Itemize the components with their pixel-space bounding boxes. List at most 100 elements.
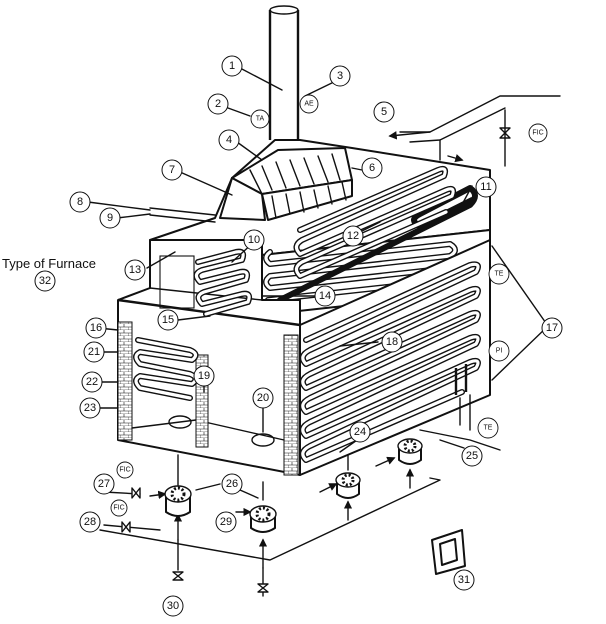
callout-27: 27: [93, 473, 115, 495]
callout-number: 27: [98, 478, 110, 490]
instrument-bubble: [528, 123, 548, 143]
instrument-tag: FIC: [113, 505, 124, 512]
instrument-pi-right: PI: [488, 340, 510, 362]
callout-5: 5: [373, 101, 395, 123]
callout-circle: [162, 595, 184, 617]
callout-circle: [81, 371, 103, 393]
callout-number: 19: [198, 370, 210, 382]
stack: [268, 5, 300, 140]
callout-circle: [221, 55, 243, 77]
radiant-section: [299, 239, 491, 476]
instrument-bubble: [299, 94, 319, 114]
callout-circle: [69, 191, 91, 213]
callout-number: 11: [480, 181, 491, 193]
left-radiant-box: [117, 239, 301, 476]
breeching-duct: [219, 147, 353, 221]
callout-circle: [193, 365, 215, 387]
instrument-te-bottom: TE: [477, 417, 499, 439]
callout-number: 16: [90, 322, 102, 334]
instrument-bubble: [250, 109, 270, 129]
callout-4: 4: [218, 129, 240, 151]
callout-number: 21: [88, 346, 100, 358]
callout-number: 23: [84, 402, 96, 414]
callout-number: 4: [226, 134, 232, 146]
valve-28: [121, 521, 131, 533]
callout-circle: [349, 421, 371, 443]
callout-circle: [453, 569, 475, 591]
callout-number: 31: [458, 574, 470, 586]
callout-circle: [124, 259, 146, 281]
callout-circle: [541, 317, 563, 339]
callout-circle: [207, 93, 229, 115]
callout-number: 2: [215, 98, 221, 110]
callout-circle: [329, 65, 351, 87]
callout-number: 1: [229, 60, 235, 72]
instrument-te-right: TE: [488, 263, 510, 285]
callout-circle: [218, 129, 240, 151]
callout-24: 24: [349, 421, 371, 443]
callout-circle: [381, 331, 403, 353]
valve-top-right: [499, 109, 511, 167]
callout-18: 18: [381, 331, 403, 353]
callout-1: 1: [221, 55, 243, 77]
leader-lines: [87, 67, 549, 499]
callout-8: 8: [69, 191, 91, 213]
callout-20: 20: [252, 387, 274, 409]
callout-number: 25: [466, 450, 478, 462]
callout-circle: [85, 317, 107, 339]
callout-circle: [243, 229, 265, 251]
callout-number: 29: [220, 516, 232, 528]
valve-bottom-right: [257, 583, 269, 593]
callout-circle: [79, 397, 101, 419]
burner-3: [335, 472, 361, 499]
peephole-door: [431, 529, 466, 575]
svg-text:32: 32: [39, 275, 51, 287]
valve-27: [131, 487, 141, 499]
callout-13: 13: [124, 259, 146, 281]
callout-number: 22: [86, 376, 98, 388]
instrument-tag: PI: [496, 348, 503, 355]
callout-number: 13: [129, 264, 141, 276]
callout-number: 20: [257, 392, 269, 404]
valve-30: [172, 571, 184, 581]
callout-25: 25: [461, 445, 483, 467]
callout-circle: [99, 207, 121, 229]
callout-16: 16: [85, 317, 107, 339]
callout-11: 11: [475, 176, 497, 198]
callout-number: 12: [347, 230, 359, 242]
callout-circle: [79, 511, 101, 533]
instrument-bubble: [116, 461, 134, 479]
callout-number: 26: [226, 478, 238, 490]
callout-number: 17: [546, 322, 558, 334]
callout-number: 3: [337, 70, 343, 82]
callout-6: 6: [361, 157, 383, 179]
callout-number: 14: [319, 290, 331, 302]
callout-circle: [161, 159, 183, 181]
callout-28: 28: [79, 511, 101, 533]
callout-circle: [83, 341, 105, 363]
callout-19: 19: [193, 365, 215, 387]
instrument-fic-left-1: FIC: [116, 461, 134, 479]
callout-number: 15: [162, 314, 174, 326]
callout-29: 29: [215, 511, 237, 533]
burner-1: [164, 485, 192, 517]
callout-31: 31: [453, 569, 475, 591]
instrument-bubble: [488, 340, 510, 362]
callout-number: 28: [84, 516, 96, 528]
burner-2: [249, 505, 277, 533]
callout-number: 24: [354, 426, 366, 438]
callout-circle: [252, 387, 274, 409]
callout-12: 12: [342, 225, 364, 247]
callout-circle: [314, 285, 336, 307]
callout-22: 22: [81, 371, 103, 393]
burner-4: [397, 438, 423, 465]
callout-26: 26: [221, 473, 243, 495]
callout-circle: [342, 225, 364, 247]
callout-10: 10: [243, 229, 265, 251]
feed-inlet-line: [388, 95, 561, 163]
callout-23: 23: [79, 397, 101, 419]
callout-17: 17: [541, 317, 563, 339]
furnace-type-title: Type of Furnace 32: [2, 256, 96, 292]
callout-30: 30: [162, 595, 184, 617]
callout-number: 7: [169, 164, 175, 176]
